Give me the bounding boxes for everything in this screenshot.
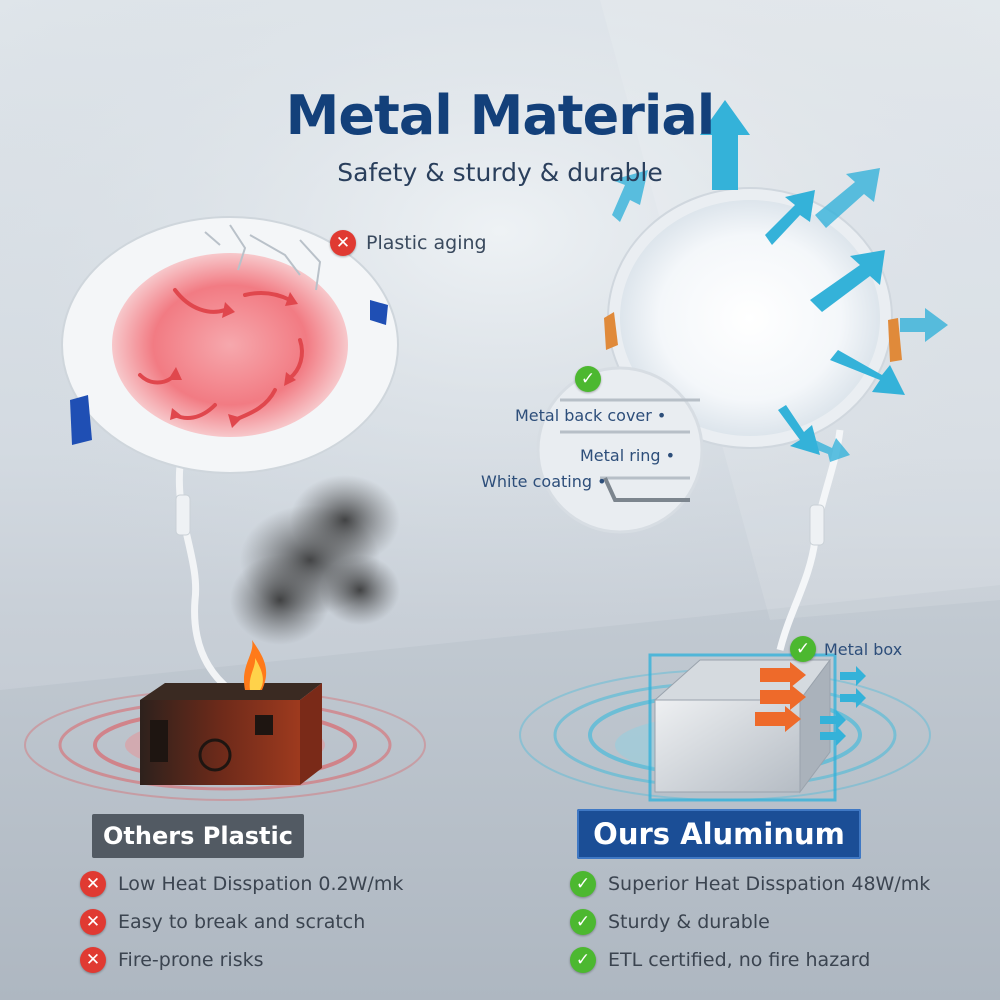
metal-back-cover-label: Metal back cover • (515, 406, 667, 425)
list-item: ✓ Sturdy & durable (570, 903, 930, 941)
x-mark-icon: ✕ (80, 947, 106, 973)
check-mark-icon: ✓ (575, 366, 601, 392)
list-item: ✕ Fire-prone risks (80, 941, 403, 979)
aluminum-feature-list: ✓ Superior Heat Disspation 48W/mk ✓ Stur… (570, 865, 930, 979)
others-plastic-banner: Others Plastic (92, 814, 304, 858)
metal-ring-label: Metal ring • (580, 446, 676, 465)
check-mark-icon: ✓ (570, 871, 596, 897)
plastic-downlight (61, 216, 399, 474)
metal-junction-box (648, 653, 866, 802)
list-item: ✕ Easy to break and scratch (80, 903, 403, 941)
list-item: ✕ Low Heat Disspation 0.2W/mk (80, 865, 403, 903)
detail-magnifier (536, 366, 704, 534)
list-item: ✓ ETL certified, no fire hazard (570, 941, 930, 979)
x-mark-icon: ✕ (80, 871, 106, 897)
check-mark-icon: ✓ (570, 909, 596, 935)
x-mark-icon: ✕ (80, 909, 106, 935)
x-mark-icon: ✕ (330, 230, 356, 256)
plastic-junction-box (140, 640, 322, 785)
plastic-aging-label: Plastic aging (366, 232, 487, 254)
page-subtitle: Safety & sturdy & durable (337, 158, 663, 187)
white-coating-label: White coating • (481, 472, 607, 491)
smoke (230, 475, 400, 645)
metal-downlight (604, 187, 902, 449)
heat-flow-arrows (612, 100, 948, 462)
metal-box-label: Metal box (824, 639, 903, 659)
check-mark-icon: ✓ (570, 947, 596, 973)
list-item: ✓ Superior Heat Disspation 48W/mk (570, 865, 930, 903)
plastic-feature-list: ✕ Low Heat Disspation 0.2W/mk ✕ Easy to … (80, 865, 403, 979)
ours-aluminum-banner: Ours Aluminum (577, 809, 861, 859)
plastic-aging-callout: ✕ Plastic aging (330, 230, 487, 256)
page-title: Metal Material (285, 84, 716, 147)
check-mark-icon: ✓ (790, 636, 816, 662)
metal-box-callout: ✓ Metal box (790, 636, 902, 662)
